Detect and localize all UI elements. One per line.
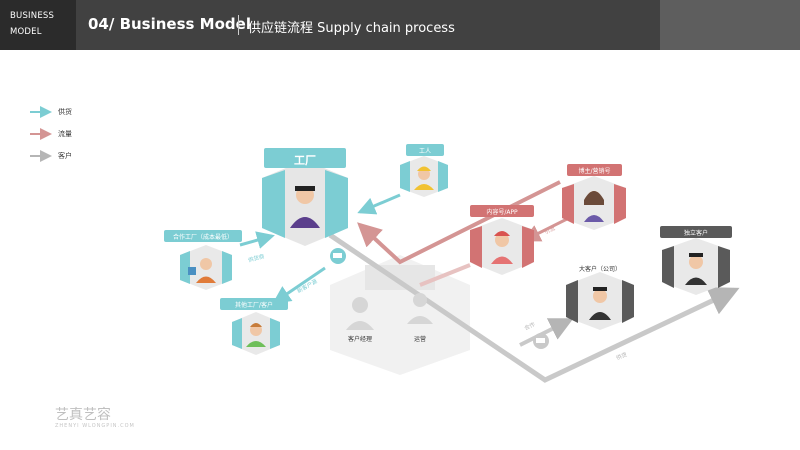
section-badge: BUSINESS MODEL [0,0,76,50]
worker-node [400,144,448,197]
header-bar: BUSINESS MODEL 04/ Business Model 供应链流程 … [0,0,800,50]
other-factory-node [220,298,288,355]
worker-label: 工人 [418,148,431,155]
client-flow-branch [519,318,574,347]
service-block [365,265,435,290]
worker-label-bg [406,144,444,156]
badge-line-1: BUSINESS [10,11,55,21]
big-client-label: 大客户（公司） [578,266,621,273]
blogger-label-bg [567,164,622,176]
blogger-node [562,164,626,230]
page-title: 04/ Business Model [88,15,251,33]
streamer-label-bg [470,205,534,217]
traffic-flow-streamer [419,263,471,287]
independent-client-label: 独立客户 [683,230,708,237]
other-factory-label: 其他工厂/客户 [234,302,274,309]
other-factory-label-bg [220,298,288,310]
badge-line-2: MODEL [10,27,42,37]
watermark-subtext: ZHENYI WLONGPIN.COM [55,423,135,429]
independent-client-label-bg [660,226,732,238]
big-client-node [566,272,634,330]
factory-node [262,148,348,246]
factory-label-bg [264,148,346,168]
legend-client-label: 客户 [58,152,72,160]
streamer-node [470,205,534,275]
supply-flow-worker [357,193,401,215]
blogger-label: 博主/营销号 [578,168,611,175]
page-subtitle: 供应链流程 Supply chain process [248,21,455,36]
factory-manager-body [290,217,320,228]
account-manager-label: 客户经理 [347,336,372,343]
title-divider [238,15,239,35]
partner-factory-node [164,230,242,290]
account-manager-figure [346,297,374,330]
supply-flow-partner [239,231,275,249]
partner-factory-label: 合作工厂（成本最低） [172,234,233,241]
header-accent-block [660,0,800,50]
client-flow-main [328,232,740,383]
legend-supply-label: 供货 [58,108,72,116]
legend-traffic-label: 流量 [58,130,72,138]
operations-label: 运营 [413,336,426,343]
streamer-label: 内容号/APP [486,209,518,216]
partner-factory-label-bg [164,230,242,242]
independent-client-node [660,226,732,295]
watermark-logo: 艺真艺容 [55,407,111,423]
factory-label: 工厂 [294,154,316,167]
supply-flow-other [272,266,326,304]
operations-figure [407,293,433,324]
